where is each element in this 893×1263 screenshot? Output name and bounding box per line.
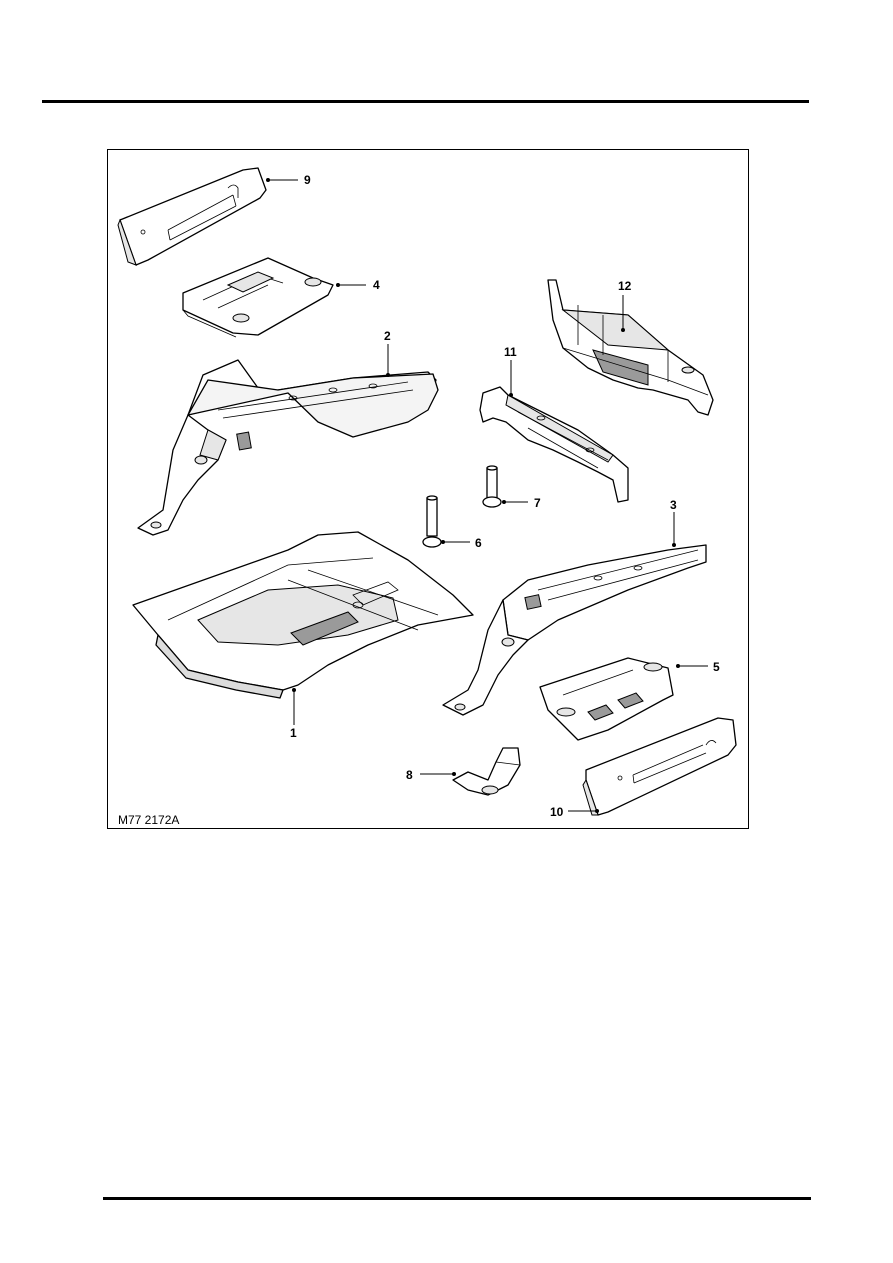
- callout-12: 12: [618, 279, 632, 293]
- callout-7: 7: [534, 496, 541, 510]
- part-10-panel: [582, 717, 737, 816]
- part-5-bracket: [539, 657, 674, 741]
- callout-5: 5: [713, 660, 720, 674]
- leader-lines: [266, 178, 708, 813]
- footer-rule: [103, 1197, 811, 1200]
- exploded-parts-figure: 9 4 2 12 11 7 6 3 5 1 8 10 M77 2172A: [107, 149, 749, 829]
- part-9-panel: [117, 167, 267, 266]
- part-4-bracket: [182, 257, 334, 338]
- part-11-bracket: [479, 386, 629, 503]
- callout-8: 8: [406, 768, 413, 782]
- part-8-bracket: [452, 747, 521, 796]
- part-3-longitudinal: [442, 544, 707, 716]
- callout-1: 1: [290, 726, 297, 740]
- part-6-stud: [422, 495, 442, 548]
- part-12-crossmember: [547, 279, 714, 416]
- callout-2: 2: [384, 329, 391, 343]
- callout-6: 6: [475, 536, 482, 550]
- callout-4: 4: [373, 278, 380, 292]
- part-7-stud: [482, 465, 502, 508]
- callout-3: 3: [670, 498, 677, 512]
- part-1-floor-pan: [132, 531, 474, 699]
- callout-9: 9: [304, 173, 311, 187]
- part-2-longitudinal: [137, 359, 439, 536]
- figure-reference: M77 2172A: [118, 813, 179, 827]
- callout-11: 11: [504, 345, 517, 359]
- header-rule: [42, 100, 809, 103]
- callout-10: 10: [550, 805, 564, 819]
